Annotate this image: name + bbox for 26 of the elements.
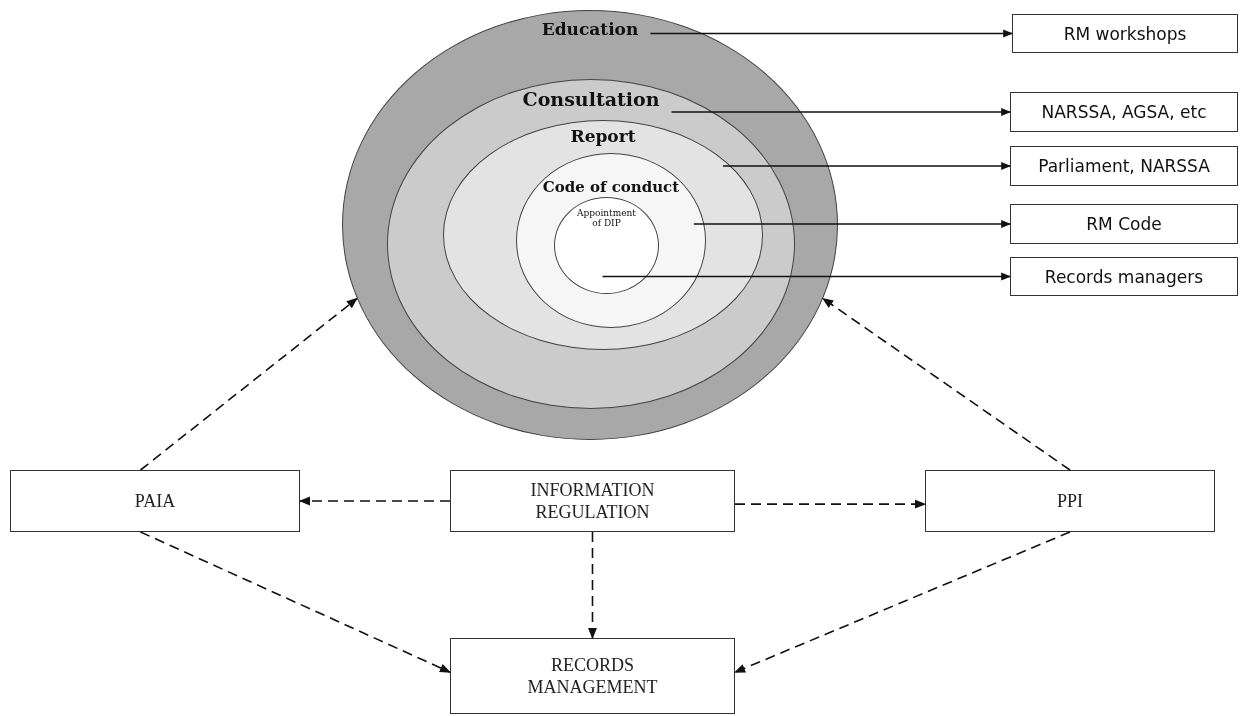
- ring-label: Education: [541, 19, 639, 39]
- text-box: PPI: [925, 470, 1215, 532]
- arrow: [670, 108, 1011, 116]
- dashed-arrow: [588, 531, 597, 640]
- text-box: PAIA: [10, 470, 300, 532]
- dashed-arrow: [822, 297, 1071, 471]
- arrow: [693, 220, 1011, 228]
- arrow: [649, 29, 1013, 38]
- text-box: INFORMATION REGULATION: [450, 470, 735, 532]
- ring-label: Code of conduct: [542, 178, 680, 196]
- text-box: Parliament, NARSSA: [1010, 146, 1238, 186]
- arrow: [601, 272, 1011, 281]
- dashed-arrow: [298, 496, 451, 506]
- ring-label: Appointment of DIP: [576, 208, 637, 228]
- arrow: [722, 162, 1011, 170]
- dashed-arrow: [139, 297, 358, 471]
- text-box: RM Code: [1010, 204, 1238, 244]
- text-box: Records managers: [1010, 257, 1238, 296]
- dashed-arrow: [733, 531, 1071, 673]
- dashed-arrow: [139, 531, 451, 673]
- ring-label: Consultation: [522, 88, 660, 110]
- text-box: NARSSA, AGSA, etc: [1010, 92, 1238, 132]
- text-box: RM workshops: [1012, 14, 1238, 53]
- dashed-arrow: [734, 499, 927, 509]
- ring-label: Report: [570, 126, 636, 146]
- text-box: RECORDS MANAGEMENT: [450, 638, 735, 714]
